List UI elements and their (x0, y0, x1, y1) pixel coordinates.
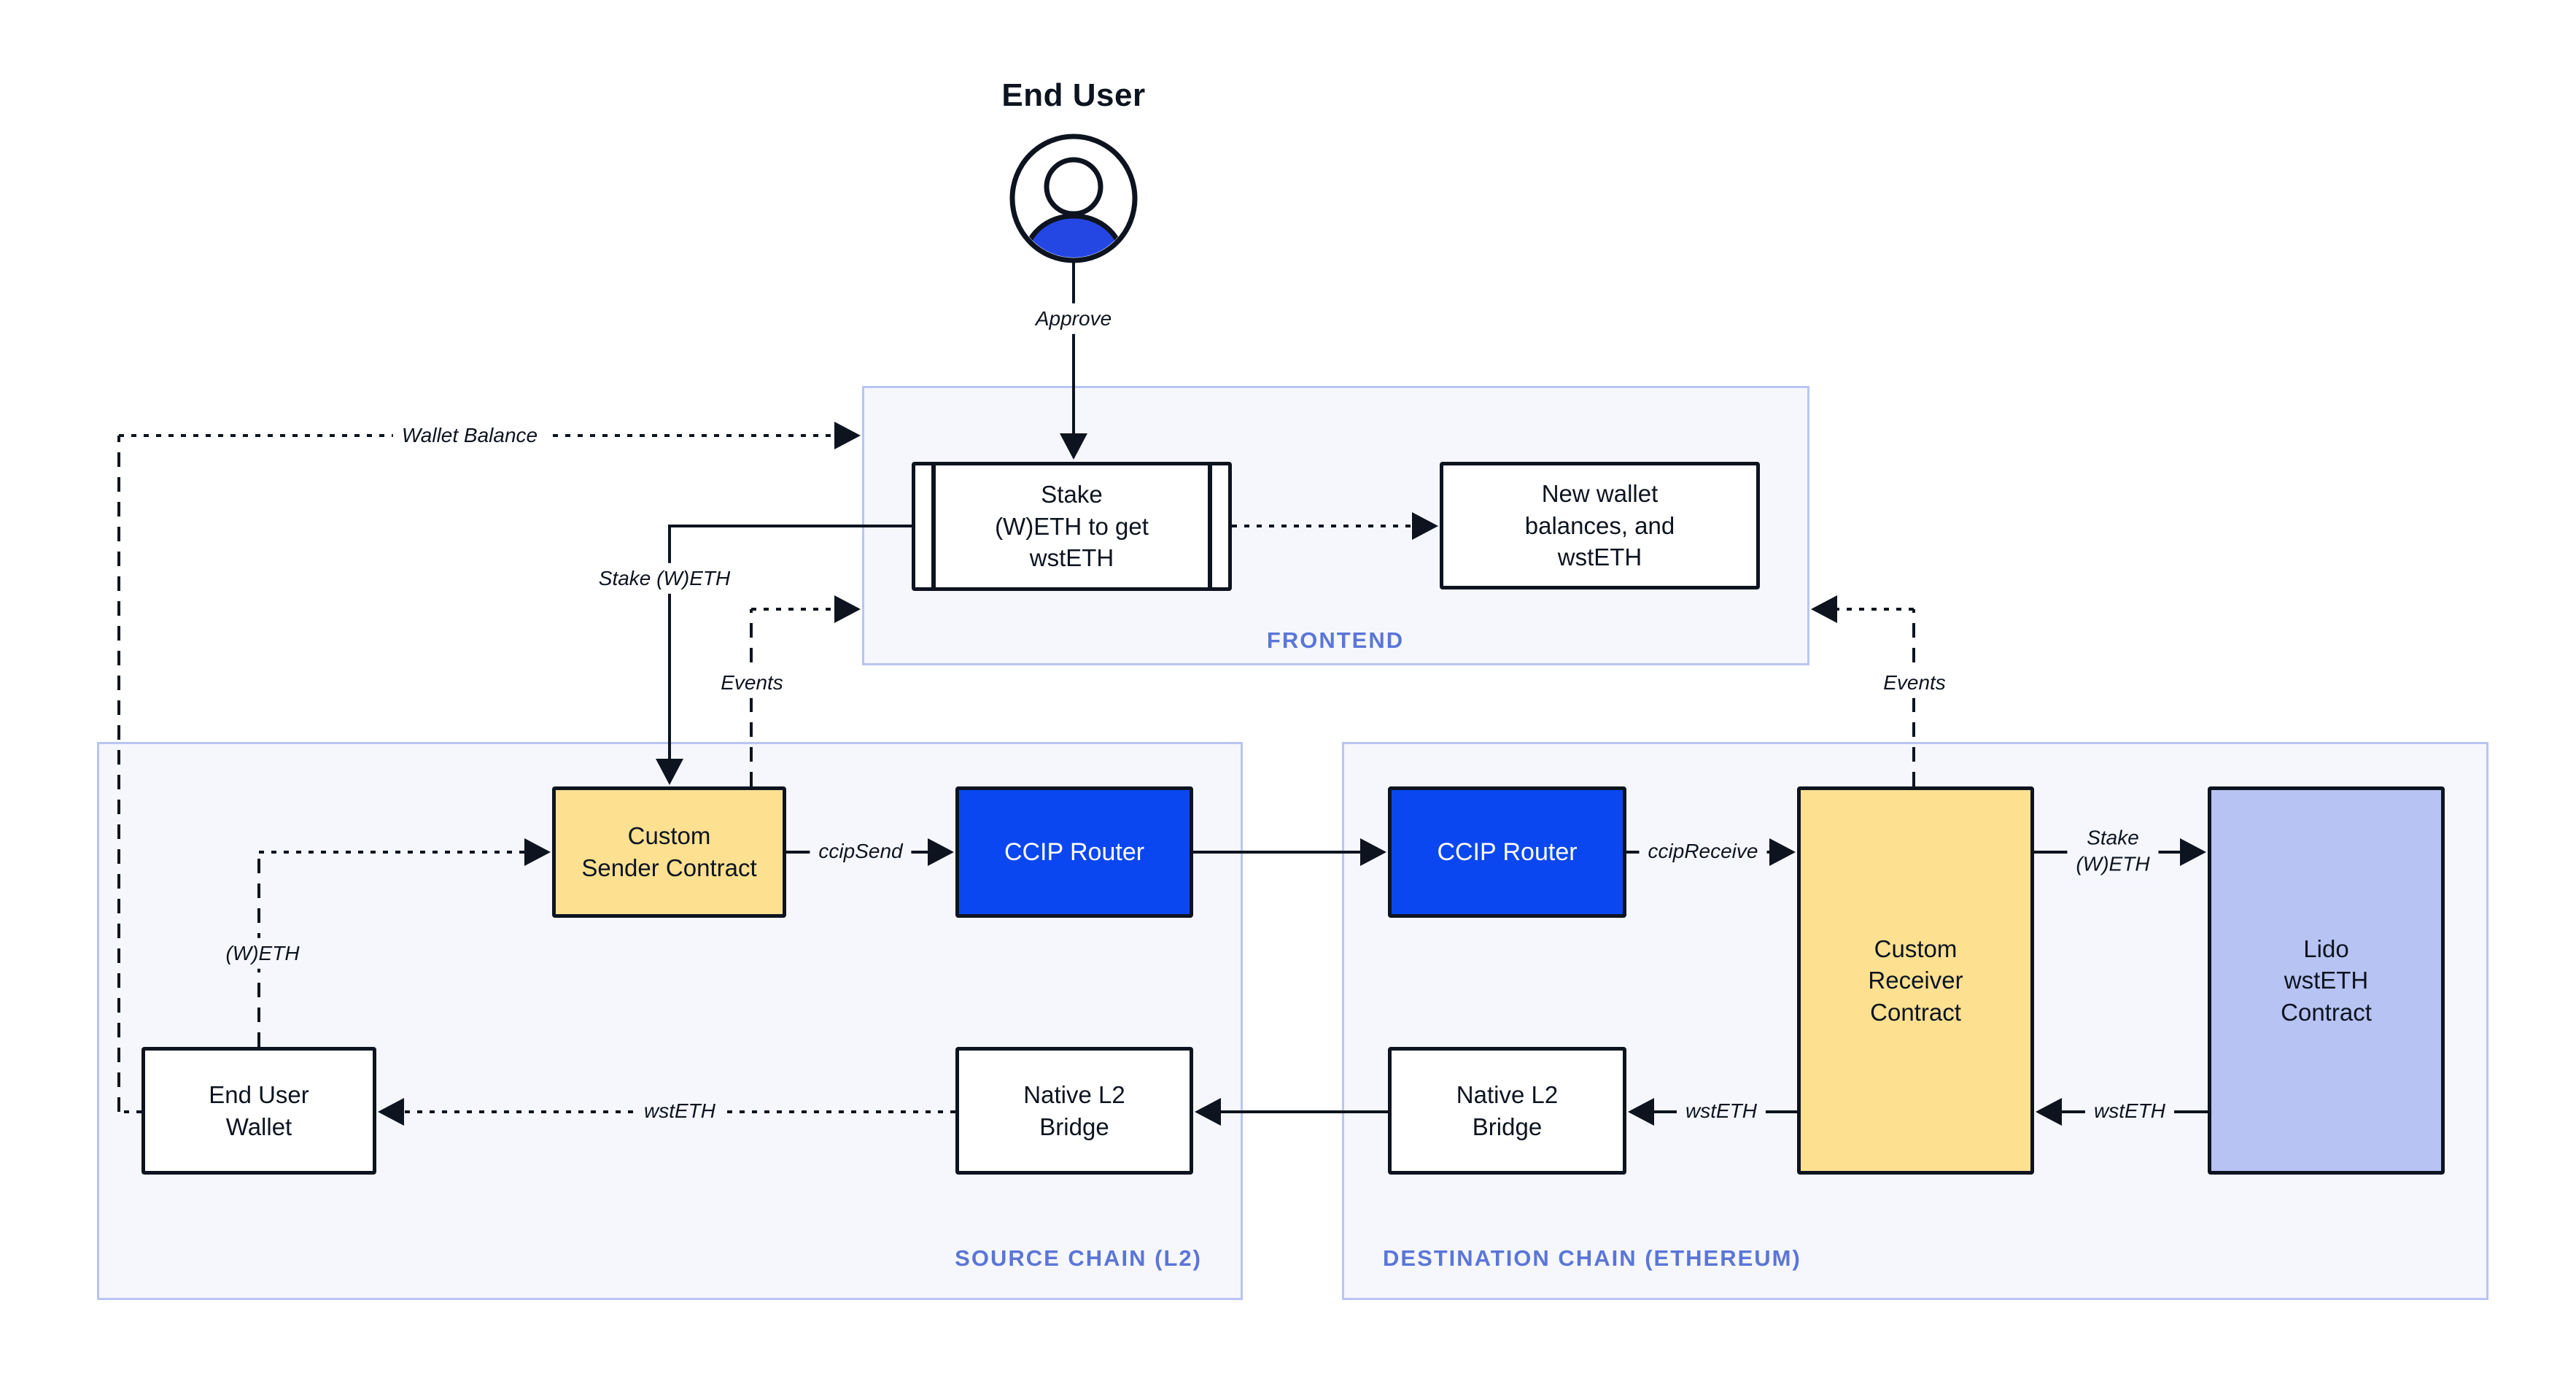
node-lido-label: Lido wstETH Contract (2281, 935, 2372, 1026)
node-end-user-wallet-label: End User Wallet (209, 1080, 309, 1140)
node-lido-wsteth-contract: Lido wstETH Contract (2208, 786, 2445, 1175)
node-ccip-router-source-label: CCIP Router (1004, 838, 1145, 866)
end-user-title: End User (1001, 77, 1146, 113)
node-stake-ui: Stake (W)ETH to get wstETH (912, 462, 1232, 591)
node-native-bridge-source-label: Native L2 Bridge (1023, 1080, 1125, 1140)
node-end-user-wallet: End User Wallet (141, 1047, 376, 1175)
node-ccip-router-dest-label: CCIP Router (1437, 838, 1578, 866)
label-wallet-balance: Wallet Balance (392, 419, 547, 452)
node-custom-receiver-label: Custom Receiver Contract (1868, 935, 1963, 1026)
predefined-process-bar-left (931, 465, 936, 587)
destination-chain-panel-label: DESTINATION CHAIN (ETHEREUM) (1383, 1245, 1801, 1271)
label-weth: (W)ETH (217, 937, 309, 970)
source-chain-panel-label: SOURCE CHAIN (L2) (955, 1245, 1202, 1271)
node-custom-sender-contract: Custom Sender Contract (552, 786, 786, 918)
node-ccip-router-dest: CCIP Router (1388, 786, 1626, 918)
node-native-bridge-dest: Native L2 Bridge (1388, 1047, 1626, 1175)
label-events-source: Events (712, 667, 792, 699)
node-native-bridge-dest-label: Native L2 Bridge (1456, 1080, 1559, 1140)
label-approve: Approve (1026, 303, 1121, 335)
node-new-wallet: New wallet balances, and wstETH (1440, 462, 1760, 589)
node-new-wallet-label: New wallet balances, and wstETH (1524, 480, 1675, 571)
label-wsteth-receiver: wstETH (1677, 1095, 1766, 1127)
predefined-process-bar-right (1208, 465, 1212, 587)
frontend-panel-label: FRONTEND (1266, 627, 1405, 653)
label-ccip-receive: ccipReceive (1639, 835, 1767, 867)
node-native-bridge-source: Native L2 Bridge (955, 1047, 1193, 1175)
label-stake-weth: Stake (W)ETH (589, 562, 740, 595)
user-icon (1009, 134, 1138, 263)
node-ccip-router-source: CCIP Router (955, 786, 1193, 918)
node-custom-receiver-contract: Custom Receiver Contract (1797, 786, 2034, 1175)
label-stake-weth-dest: Stake (W)ETH (2067, 822, 2159, 881)
node-stake-ui-label: Stake (W)ETH to get wstETH (995, 481, 1149, 572)
label-ccip-send: ccipSend (810, 835, 912, 867)
label-wsteth-lido: wstETH (2085, 1095, 2174, 1127)
node-custom-sender-label: Custom Sender Contract (581, 822, 757, 881)
label-wsteth-source: wstETH (635, 1095, 724, 1127)
label-events-dest: Events (1874, 667, 1955, 699)
